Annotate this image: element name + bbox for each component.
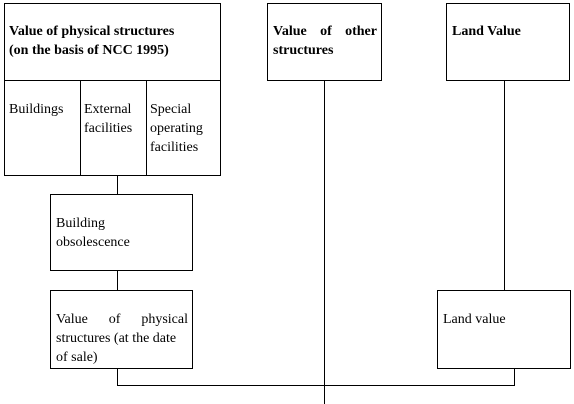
building-obsolescence-line1: Building bbox=[56, 216, 106, 231]
land-value-header-label: Land Value bbox=[452, 24, 521, 39]
component-buildings: Buildings bbox=[9, 102, 64, 117]
physical-structures-at-sale-word1: Value bbox=[56, 312, 88, 327]
other-structures-line2: structures bbox=[273, 43, 334, 58]
physical-structures-at-sale-box bbox=[50, 290, 193, 369]
connector-land-value-box-down bbox=[514, 368, 515, 385]
physical-structures-at-sale-line3: of sale) bbox=[56, 350, 98, 365]
connector-sale-value-down bbox=[117, 368, 118, 385]
other-structures-word2: of bbox=[320, 24, 332, 39]
physical-structures-box bbox=[4, 3, 221, 176]
physical-structures-at-sale-word3: physical bbox=[141, 312, 188, 327]
physical-structures-divider bbox=[5, 80, 220, 81]
land-value-box bbox=[437, 290, 571, 369]
connector-obsolescence-to-sale-value bbox=[117, 270, 118, 290]
component-special-operating-line3: facilities bbox=[150, 140, 199, 155]
components-divider-2 bbox=[146, 80, 147, 175]
component-special-operating-line2: operating bbox=[150, 121, 203, 136]
land-value-header-box bbox=[446, 3, 570, 81]
building-obsolescence-line2: obsolescence bbox=[56, 235, 130, 250]
land-value-box-label: Land value bbox=[443, 312, 506, 327]
physical-structures-at-sale-word2: of bbox=[108, 312, 121, 327]
connector-physical-to-obsolescence bbox=[117, 175, 118, 194]
component-external-facilities-line2: facilities bbox=[84, 121, 133, 136]
component-external-facilities-line1: External bbox=[84, 102, 132, 117]
other-structures-box bbox=[267, 3, 382, 81]
other-structures-word3: other bbox=[345, 24, 377, 39]
other-structures-word1: Value bbox=[273, 24, 307, 39]
components-divider-1 bbox=[80, 80, 81, 175]
physical-structures-title-line1: Value of physical structures bbox=[9, 24, 175, 39]
building-obsolescence-box bbox=[50, 194, 193, 271]
connector-land-value-header-down bbox=[504, 80, 505, 290]
connector-bottom-horizontal bbox=[117, 385, 515, 386]
connector-other-structures-trunk bbox=[324, 80, 325, 404]
physical-structures-at-sale-line2: structures (at the date bbox=[56, 331, 177, 346]
other-structures-line1: Value of other bbox=[273, 22, 377, 41]
physical-structures-at-sale-line1: Value of physical bbox=[56, 310, 188, 329]
component-special-operating-line1: Special bbox=[150, 102, 192, 117]
physical-structures-title-line2: (on the basis of NCC 1995) bbox=[9, 43, 169, 58]
